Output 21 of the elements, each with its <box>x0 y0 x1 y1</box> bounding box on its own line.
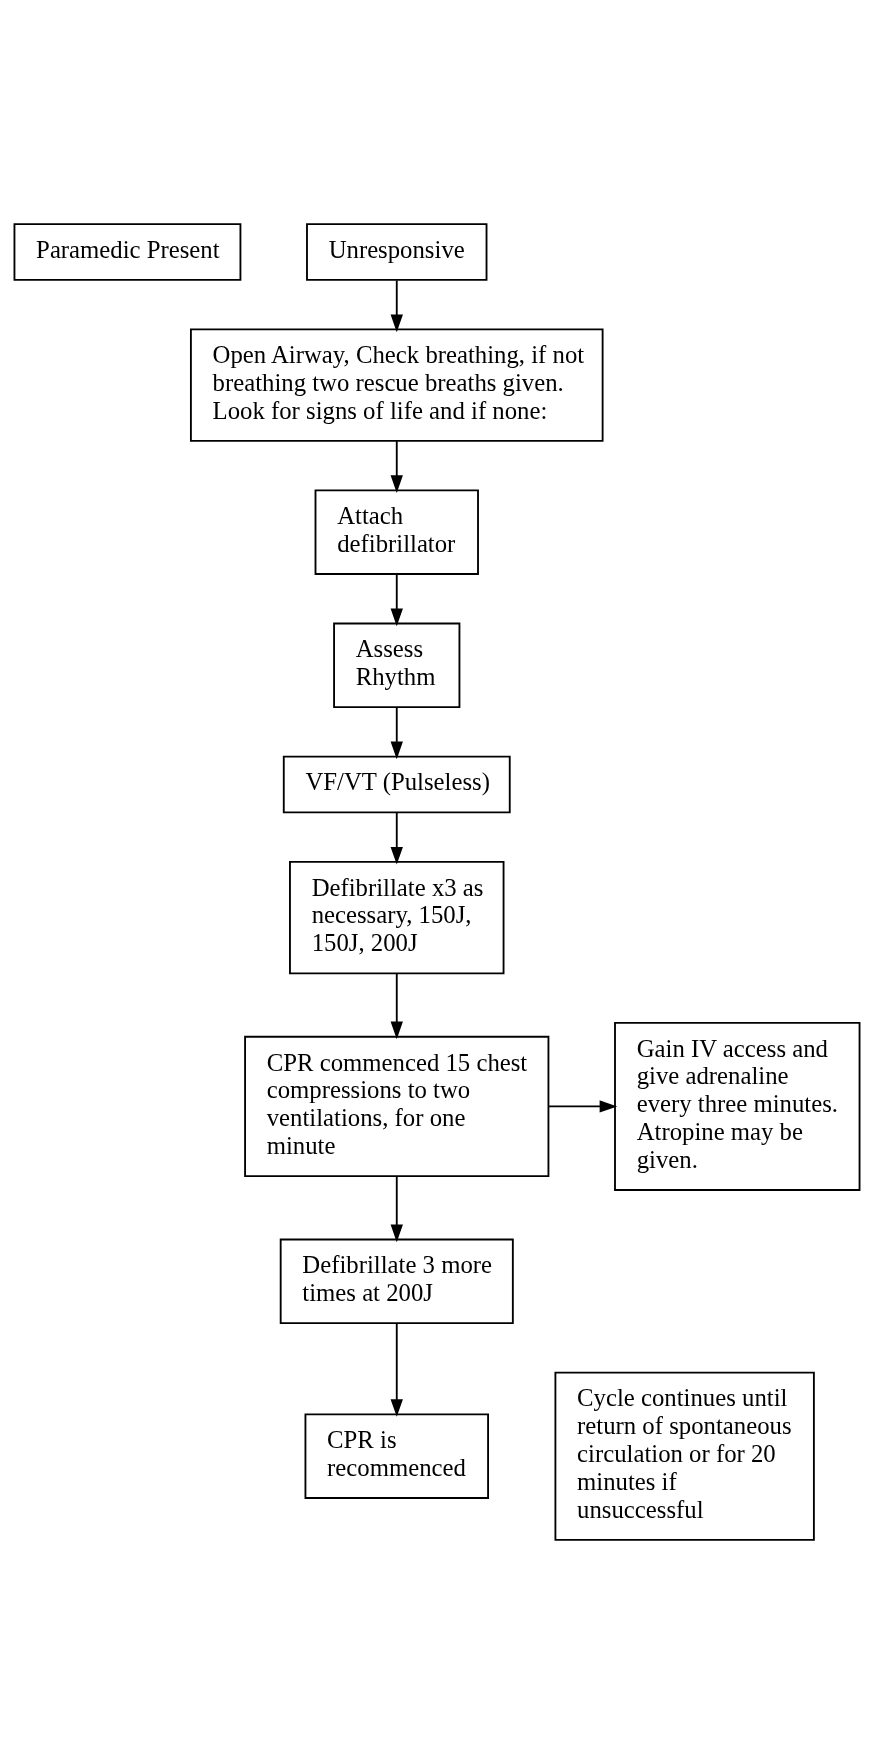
node-box: VF/VT (Pulseless) <box>282 755 511 814</box>
node-box: Unresponsive <box>306 223 488 281</box>
node-box: Assess Rhythm <box>333 622 461 709</box>
node-box: Paramedic Present <box>13 223 242 281</box>
node-box: CPR is recommenced <box>304 1413 489 1499</box>
node-box: Gain IV access and give adrenaline every three minutes. Atropine may be given. <box>614 1021 861 1191</box>
node-box: Attach defibrillator <box>314 489 479 575</box>
arrow <box>390 573 403 627</box>
arrow <box>390 706 403 760</box>
node-box: Cycle continues until return of spontaneous circulation or for 20 minutes if unsuccessful <box>554 1371 815 1541</box>
arrow <box>548 1100 618 1113</box>
arrow <box>390 972 403 1040</box>
arrow <box>390 1175 403 1243</box>
arrow <box>390 279 403 333</box>
arrow <box>390 1322 403 1417</box>
node-box: Defibrillate x3 as necessary, 150J, 150J, 200J <box>289 860 505 975</box>
arrow <box>390 440 403 493</box>
node-box: CPR commenced 15 chest compressions to two ventilations, for one minute <box>244 1035 550 1177</box>
node-box: Defibrillate 3 more times at 200J <box>279 1238 514 1325</box>
arrow <box>390 812 403 865</box>
node-box: Open Airway, Check breathing, if not breathing two rescue breaths given. Look for signs of life and if none: <box>189 328 604 442</box>
